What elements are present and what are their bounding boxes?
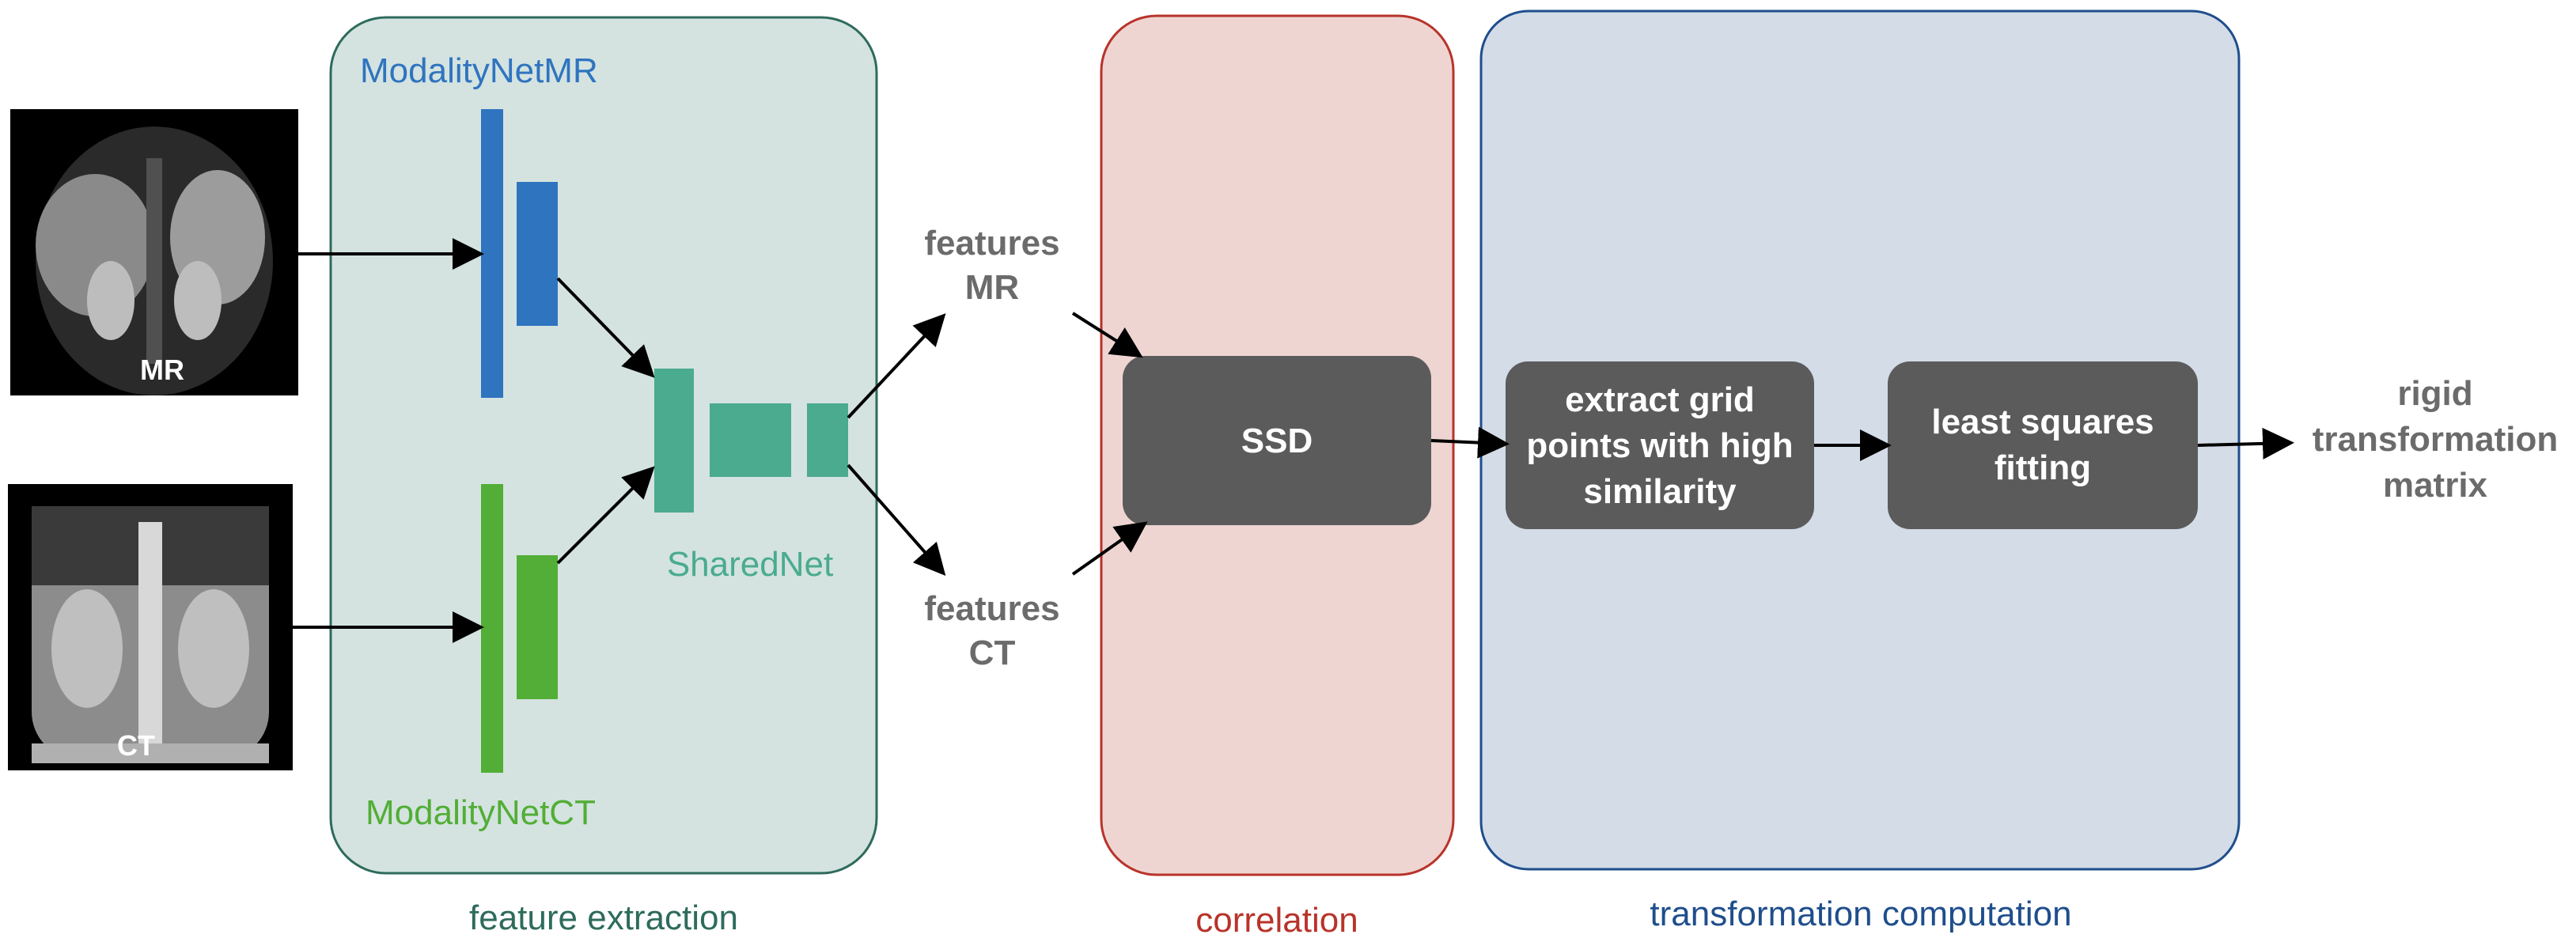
extract-grid-label-line1: extract grid [1565,380,1755,419]
arrow-lsq-to-output [2197,427,2294,460]
arrow-ct-to-shared [556,466,655,565]
ct-image-label: CT [117,729,155,762]
features-ct-label-line1: features [924,589,1059,628]
features-mr-label-line2: MR [965,268,1019,307]
output-label-line1: rigid [2397,374,2472,413]
features-mr-label-line1: features [924,224,1059,263]
ct-image: CT [8,484,293,770]
extract-grid-box [1506,361,1814,529]
shared-block-1 [654,369,694,513]
extract-grid-label-line2: points with high [1526,426,1793,465]
feature-extraction-panel [329,16,878,875]
mr-block-2 [517,182,558,326]
least-squares-box [1888,361,2198,529]
shared-net-label: SharedNet [667,545,833,584]
arrow-features-mr-to-ssd [1071,312,1143,358]
mr-image: MR [10,109,298,395]
arrow-ssd-to-extract [1430,426,1510,459]
output-label-line2: transformation [2313,420,2558,459]
ssd-box [1123,356,1431,525]
arrow-mr-to-shared [556,277,655,378]
modality-net-mr-label: ModalityNetMR [360,51,598,90]
shared-block-2 [710,403,791,477]
ct-block-1 [481,484,503,773]
transformation-caption: transformation computation [1650,895,2071,933]
ssd-label: SSD [1241,422,1313,460]
feature-extraction-caption: feature extraction [469,898,738,937]
least-squares-label-line1: least squares [1931,403,2154,441]
arrow-shared-to-features-ct [847,463,946,577]
mr-image-label: MR [140,354,184,386]
correlation-caption: correlation [1195,901,1358,940]
arrow-features-ct-to-ssd [1071,521,1148,576]
features-ct-label-line2: CT [969,634,1016,672]
ct-block-2 [517,555,558,699]
mr-block-1 [481,109,503,398]
output-label-line3: matrix [2383,466,2488,505]
extract-grid-label-line3: similarity [1583,472,1737,511]
modality-net-ct-label: ModalityNetCT [366,793,596,832]
least-squares-label-line2: fitting [1995,448,2091,487]
shared-block-3 [807,403,848,477]
arrow-shared-to-features-mr [847,313,946,419]
